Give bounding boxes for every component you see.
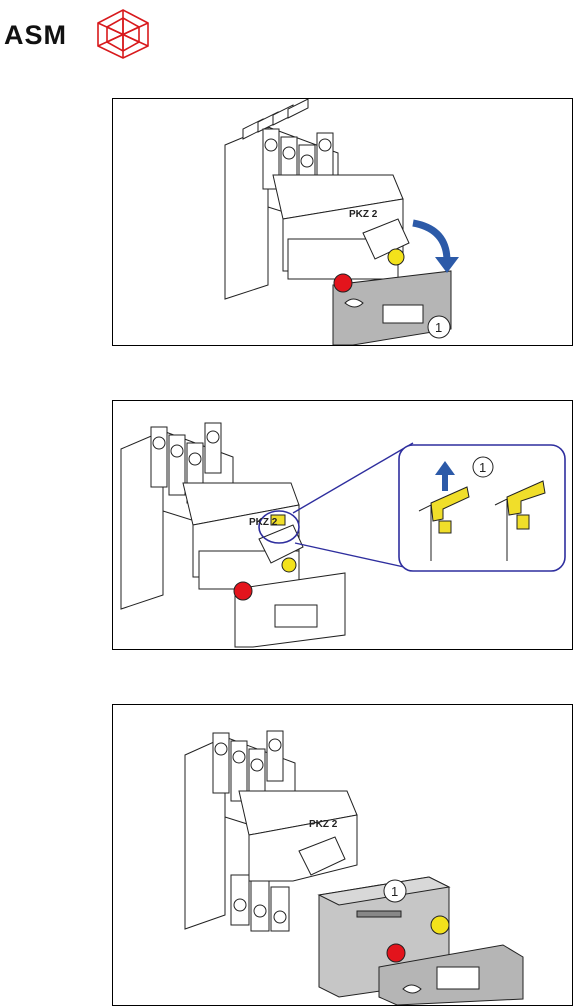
yellow-knob bbox=[282, 558, 296, 572]
device-label: PKZ 2 bbox=[249, 517, 278, 528]
figure-3: 1 PKZ 2 bbox=[112, 704, 573, 1006]
logo-mark-icon bbox=[92, 8, 154, 60]
figure-2-illustration: 1 PKZ 2 bbox=[113, 401, 572, 649]
red-knob bbox=[234, 582, 252, 600]
red-knob bbox=[334, 274, 352, 292]
up-arrow-icon bbox=[442, 473, 448, 491]
yellow-knob bbox=[431, 916, 449, 934]
rotate-arrow-icon bbox=[413, 223, 447, 261]
logo-text: ASM bbox=[4, 20, 67, 51]
yellow-knob bbox=[388, 249, 404, 265]
device-label: PKZ 2 bbox=[349, 209, 378, 220]
figure-2: 1 PKZ 2 bbox=[112, 400, 573, 650]
figure-1-illustration: PKZ 2 1 bbox=[113, 99, 572, 345]
callout-number: 1 bbox=[391, 884, 398, 899]
asm-logo: ASM bbox=[4, 8, 164, 60]
figure-1: PKZ 2 1 bbox=[112, 98, 573, 346]
red-knob bbox=[387, 944, 405, 962]
callout-number: 1 bbox=[435, 320, 442, 335]
callout-number: 1 bbox=[479, 460, 486, 475]
figure-3-illustration: 1 PKZ 2 bbox=[113, 705, 572, 1005]
device-label: PKZ 2 bbox=[309, 819, 338, 830]
